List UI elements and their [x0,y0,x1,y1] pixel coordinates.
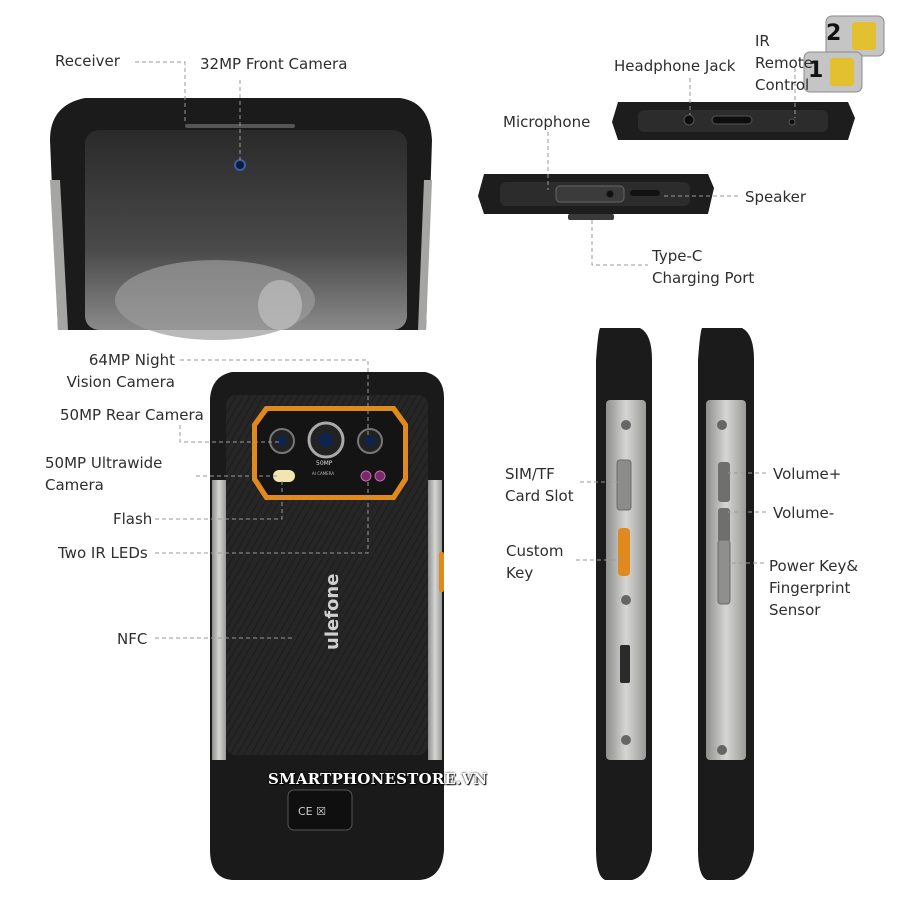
cert-plate [287,789,353,831]
label-sim-slot: SIM/TF Card Slot [505,465,574,505]
left-side-view [596,328,652,880]
volume-up-key [718,462,730,502]
ir-led-2 [374,470,386,482]
custom-key [618,528,630,576]
label-flash: Flash [113,510,153,528]
power-key [717,539,731,605]
brand-logo: ulefone [322,574,343,650]
label-custom-key: Custom Key [506,542,564,582]
ir-led-1 [360,470,372,482]
label-volume-up: Volume+ [773,465,842,483]
camera-subtext: AI CAMERA [312,471,334,476]
side-custom-key [439,552,444,592]
cert-marks: CE ☒ [298,805,326,818]
label-power-key: Power Key& Fingerprint Sensor [769,557,859,619]
sim1-number: 1 [808,58,824,83]
sim-icons [803,15,885,93]
label-nfc: NFC [117,630,148,648]
back-view [210,372,444,880]
label-receiver: Receiver [55,52,120,70]
label-headphone-jack: Headphone Jack [614,57,736,75]
label-speaker: Speaker [745,188,807,206]
usb-c-port [568,214,614,220]
pogo-pins [620,645,630,683]
front-camera-lens [234,159,246,171]
right-side-view [698,328,754,880]
label-type-c: Type-C Charging Port [652,247,755,287]
label-microphone: Microphone [503,113,591,131]
watermark: SMARTPHONESTORE.VN [268,770,488,788]
flash [273,470,295,482]
speaker-grille [630,190,660,196]
bottom-view [612,102,855,140]
usb-slot [711,115,753,125]
front-view [50,98,432,340]
label-ir-remote: IR Remote Control [755,32,813,94]
label-rear-camera: 50MP Rear Camera [60,406,204,424]
sim2-number: 2 [826,21,842,46]
label-ultrawide-camera: 50MP Ultrawide Camera [45,454,163,494]
volume-down-key [718,508,730,542]
label-front-camera: 32MP Front Camera [200,55,348,73]
ir-remote-port [788,118,796,126]
sim-tray [616,459,632,511]
label-volume-down: Volume- [773,504,835,522]
leader-lines [135,61,796,639]
label-ir-leds: Two IR LEDs [58,544,148,562]
headphone-jack [683,114,695,126]
label-night-camera: 64MP Night Vision Camera [66,351,175,391]
top-view [478,174,714,220]
camera-text: 50MP [316,460,333,467]
